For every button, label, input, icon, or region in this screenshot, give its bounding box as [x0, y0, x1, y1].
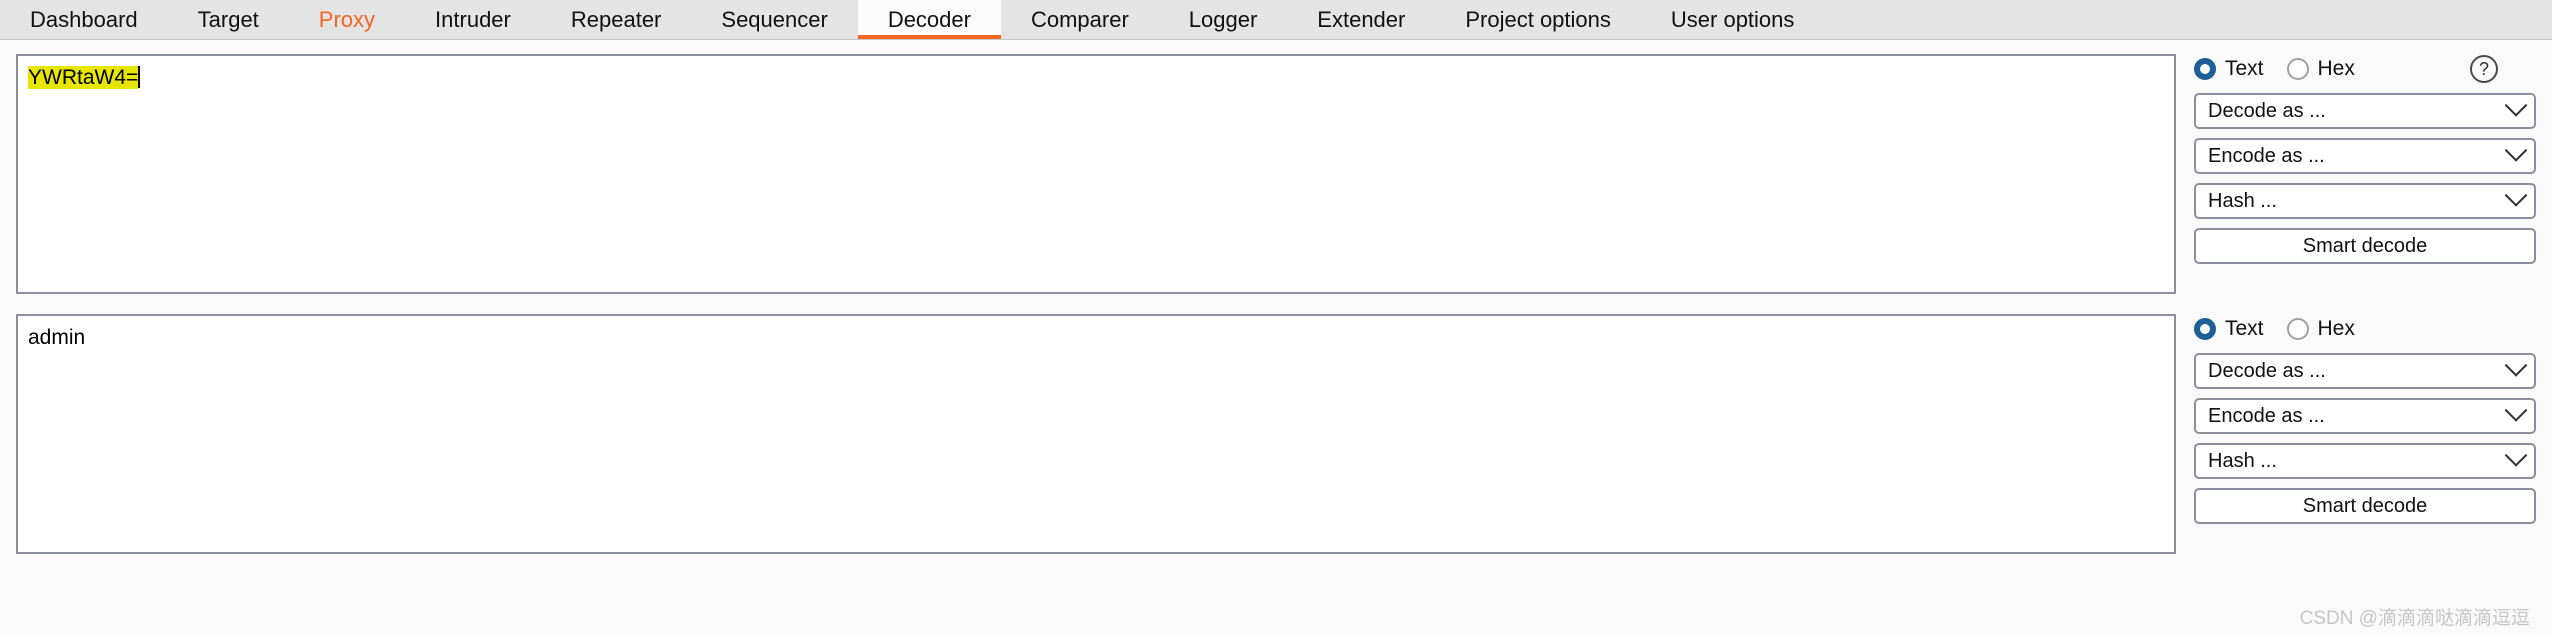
chevron-down-icon: [2504, 354, 2528, 377]
tab-label: Intruder: [435, 6, 511, 32]
chevron-down-icon: [2504, 399, 2528, 422]
tab-label: Proxy: [318, 6, 376, 32]
tab-label: Extender: [1317, 6, 1406, 32]
hash-select-2[interactable]: Hash ...: [2194, 443, 2536, 479]
hash-label-2: Hash ...: [2208, 449, 2277, 472]
tab-target[interactable]: Target: [167, 0, 289, 39]
tab-label: Comparer: [1030, 6, 1129, 32]
tab-intruder[interactable]: Intruder: [405, 0, 541, 39]
format-radio-group-2: Text Hex: [2194, 314, 2536, 344]
decoder-input-textarea[interactable]: YWRtaW4=: [16, 54, 2176, 294]
tab-user-options[interactable]: User options: [1640, 0, 1825, 39]
decoder-panel-output: admin Text Hex Decode as ... Encode as .…: [0, 294, 2552, 554]
tab-decoder[interactable]: Decoder: [857, 0, 1002, 39]
tab-label: Project options: [1465, 6, 1611, 32]
editor-line: admin: [28, 326, 86, 349]
main-tab-bar: Dashboard Target Proxy Intruder Repeater…: [0, 0, 2552, 40]
encode-as-label-2: Encode as ...: [2208, 404, 2325, 427]
hash-label-1: Hash ...: [2208, 189, 2277, 212]
decode-as-label-2: Decode as ...: [2208, 359, 2326, 382]
tab-project-options[interactable]: Project options: [1435, 0, 1641, 39]
tab-label: Target: [197, 6, 259, 32]
radio-text-2[interactable]: [2194, 318, 2216, 340]
radio-text-label-1: Text: [2225, 57, 2264, 80]
radio-text-label-2: Text: [2225, 317, 2264, 340]
radio-hex-label-2: Hex: [2317, 317, 2355, 340]
decoder-panel-input: YWRtaW4= Text Hex ? Decode as ... Encode…: [0, 40, 2552, 294]
radio-text-1[interactable]: [2194, 58, 2216, 80]
tab-label: Logger: [1188, 6, 1258, 32]
radio-hex-1[interactable]: [2286, 58, 2309, 80]
tab-sequencer[interactable]: Sequencer: [691, 0, 858, 39]
tab-dashboard[interactable]: Dashboard: [0, 0, 168, 39]
smart-decode-button-2[interactable]: Smart decode: [2194, 488, 2536, 524]
encode-as-select-2[interactable]: Encode as ...: [2194, 398, 2536, 434]
encode-as-label-1: Encode as ...: [2208, 144, 2325, 167]
watermark: CSDN @滴滴滴哒滴滴逗逗: [2299, 608, 2530, 629]
radio-hex-2[interactable]: [2286, 318, 2309, 340]
tab-label: User options: [1670, 6, 1795, 32]
decode-as-select-1[interactable]: Decode as ...: [2194, 93, 2536, 129]
decoder-controls-1: Text Hex ? Decode as ... Encode as ... H…: [2194, 54, 2536, 264]
tab-label: Decoder: [887, 6, 971, 32]
tab-extender[interactable]: Extender: [1287, 0, 1436, 39]
chevron-down-icon: [2504, 444, 2528, 467]
tab-label: Repeater: [570, 6, 662, 32]
tab-label: Dashboard: [30, 6, 138, 32]
decoder-output-textarea[interactable]: admin: [16, 314, 2176, 554]
tab-comparer[interactable]: Comparer: [1000, 0, 1159, 39]
tab-repeater[interactable]: Repeater: [540, 0, 692, 39]
decode-as-label-1: Decode as ...: [2208, 99, 2326, 122]
format-radio-group-1: Text Hex ?: [2194, 54, 2536, 84]
tab-proxy[interactable]: Proxy: [288, 0, 406, 39]
decode-as-select-2[interactable]: Decode as ...: [2194, 353, 2536, 389]
editor-line: YWRtaW4=: [28, 64, 2164, 91]
chevron-down-icon: [2504, 184, 2528, 207]
tab-logger[interactable]: Logger: [1158, 0, 1288, 39]
decoder-content: YWRtaW4= Text Hex ? Decode as ... Encode…: [0, 40, 2552, 636]
smart-decode-button-1[interactable]: Smart decode: [2194, 228, 2536, 264]
text-caret: [138, 66, 141, 88]
chevron-down-icon: [2504, 94, 2528, 117]
radio-hex-label-1: Hex: [2317, 57, 2355, 80]
hash-select-1[interactable]: Hash ...: [2194, 183, 2536, 219]
tab-label: Sequencer: [721, 6, 828, 32]
highlighted-text: YWRtaW4=: [28, 66, 139, 89]
help-icon[interactable]: ?: [2470, 55, 2498, 83]
chevron-down-icon: [2504, 139, 2528, 162]
smart-decode-label-1: Smart decode: [2302, 234, 2428, 257]
decoder-controls-2: Text Hex Decode as ... Encode as ... Has…: [2194, 314, 2536, 524]
smart-decode-label-2: Smart decode: [2302, 494, 2428, 517]
encode-as-select-1[interactable]: Encode as ...: [2194, 138, 2536, 174]
